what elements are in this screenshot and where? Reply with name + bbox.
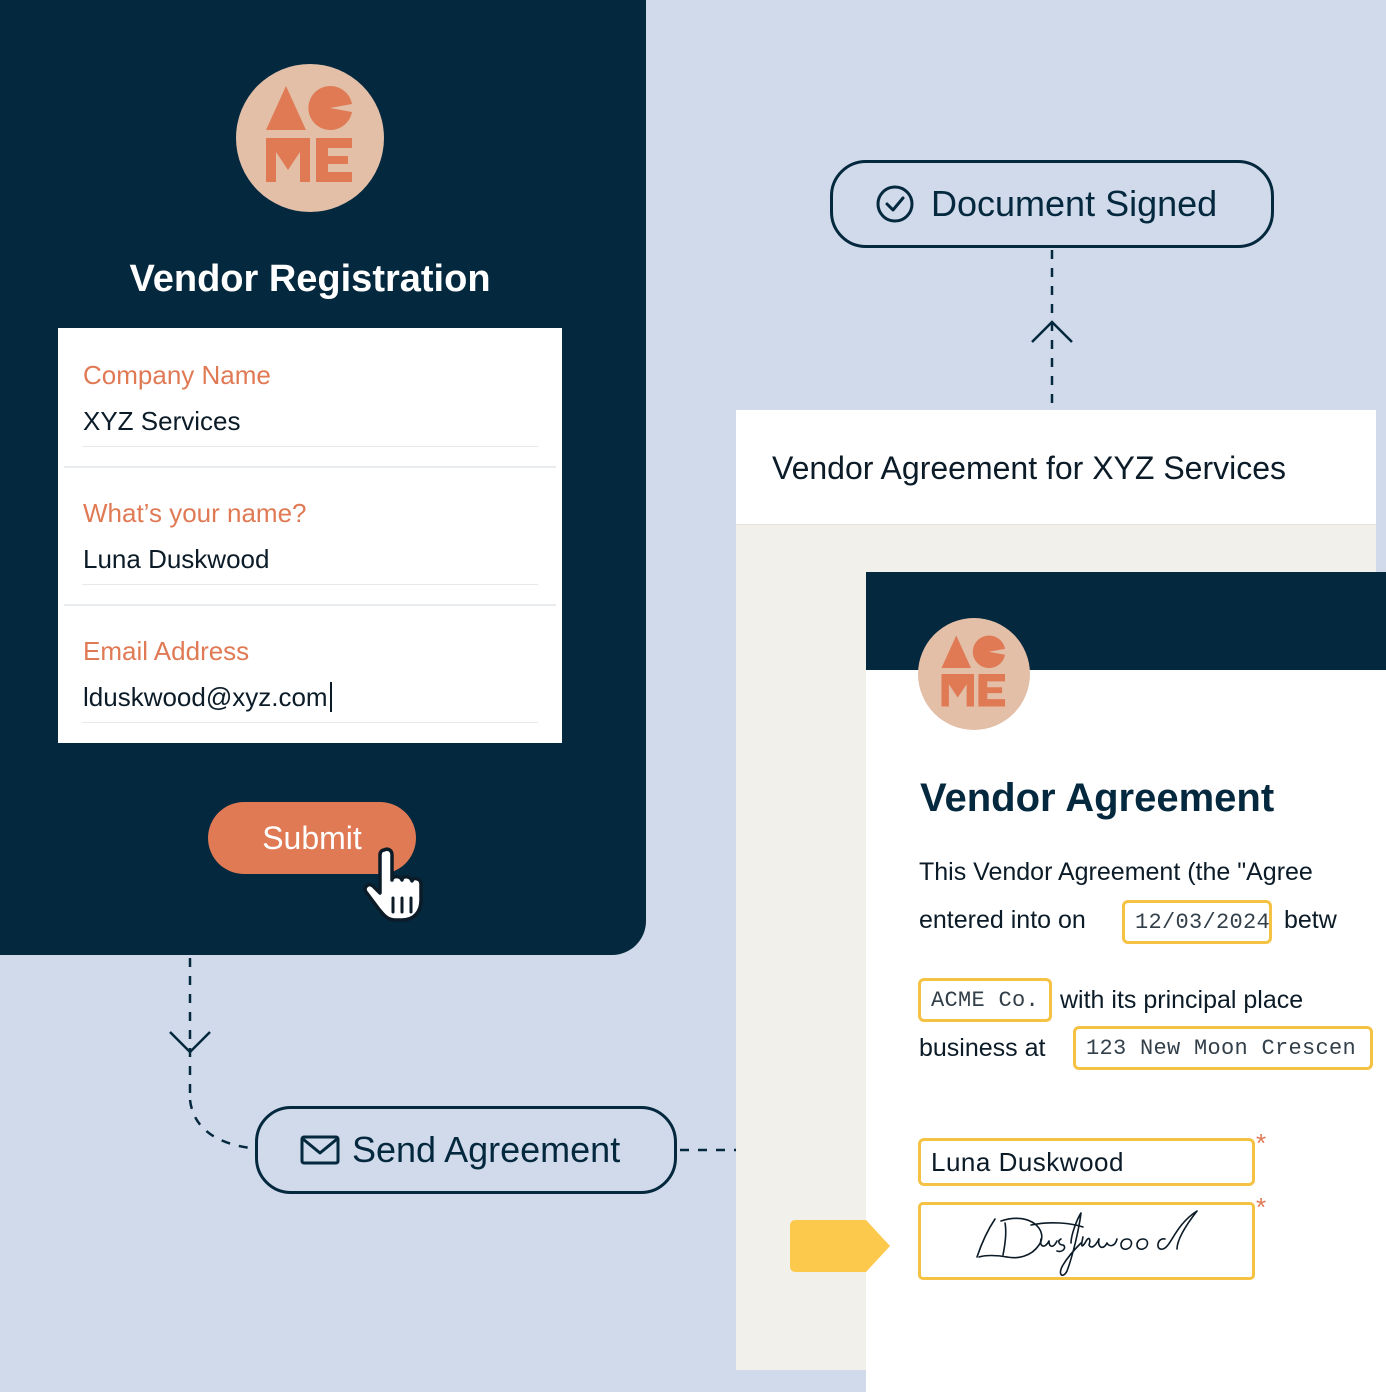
company-name-field[interactable]: Company Name XYZ Services xyxy=(64,334,556,468)
registration-form: Company Name XYZ Services What’s your na… xyxy=(58,328,562,743)
vendor-registration-panel: Vendor Registration Company Name XYZ Ser… xyxy=(0,0,646,955)
email-value: lduskwood@xyz.com xyxy=(83,682,328,712)
text-caret xyxy=(329,682,332,712)
agreement-window: Vendor Agreement for XYZ Services Vendor… xyxy=(736,410,1386,1392)
email-label: Email Address xyxy=(83,636,250,666)
agreement-text-line-2-suffix: betw xyxy=(1284,906,1337,934)
agreement-text-line-1: This Vendor Agreement (the "Agree xyxy=(919,858,1313,886)
window-header: Vendor Agreement for XYZ Services xyxy=(736,410,1376,525)
acme-logo xyxy=(236,64,384,212)
signature-field[interactable] xyxy=(918,1202,1255,1280)
hand-cursor-icon xyxy=(363,847,423,922)
agreement-text-line-2: entered into on xyxy=(919,906,1086,934)
send-agreement-badge: Send Agreement xyxy=(255,1106,677,1194)
required-marker: * xyxy=(1256,1192,1267,1222)
company-name-input[interactable]: XYZ Services xyxy=(83,406,241,436)
agreement-text-line-4: business at xyxy=(919,1034,1046,1062)
acme-logo-icon xyxy=(941,635,1006,707)
field-underline xyxy=(82,446,538,447)
name-label: What’s your name? xyxy=(83,498,307,528)
signature-icon xyxy=(976,1210,1198,1277)
signature-tag-icon xyxy=(790,1220,890,1272)
document-signed-label: Document Signed xyxy=(931,183,1218,224)
signer-name-field[interactable]: Luna Duskwood xyxy=(918,1138,1255,1186)
company-name-label: Company Name xyxy=(83,360,271,390)
page-title: Vendor Registration xyxy=(129,258,491,300)
acme-logo-icon xyxy=(266,86,352,182)
arrow-up-icon xyxy=(1031,320,1073,343)
email-input[interactable]: lduskwood@xyz.com xyxy=(83,682,332,713)
check-circle-icon xyxy=(876,185,914,223)
address-field[interactable]: 123 New Moon Crescen xyxy=(1073,1026,1373,1070)
submit-button[interactable]: Submit xyxy=(208,802,416,874)
party-field[interactable]: ACME Co. xyxy=(918,978,1052,1022)
field-underline xyxy=(82,722,538,723)
send-agreement-label: Send Agreement xyxy=(352,1129,621,1170)
date-field[interactable]: 12/03/2024 xyxy=(1122,900,1272,944)
envelope-icon xyxy=(300,1135,340,1165)
acme-logo xyxy=(918,618,1030,730)
name-field[interactable]: What’s your name? Luna Duskwood xyxy=(64,472,556,606)
document-signed-badge: Document Signed xyxy=(830,160,1274,248)
document-title: Vendor Agreement xyxy=(920,776,1275,820)
window-title: Vendor Agreement for XYZ Services xyxy=(772,450,1287,486)
required-marker: * xyxy=(1256,1128,1267,1158)
agreement-document: Vendor Agreement This Vendor Agreement (… xyxy=(866,572,1386,1392)
flow-connectors xyxy=(169,250,1073,1152)
name-input[interactable]: Luna Duskwood xyxy=(83,544,270,574)
arrow-down-icon xyxy=(169,1031,211,1054)
email-field[interactable]: Email Address lduskwood@xyz.com xyxy=(64,610,556,742)
field-underline xyxy=(82,584,538,585)
agreement-text-line-3: with its principal place xyxy=(1060,986,1304,1014)
